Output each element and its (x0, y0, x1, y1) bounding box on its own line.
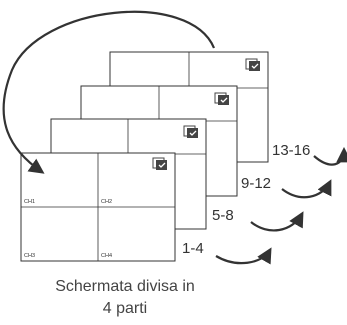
monitor-layers-icon (183, 125, 198, 138)
return-arrow (2, 10, 216, 174)
screen-1-4: CH1 CH2 CH3 CH4 (20, 152, 176, 262)
diagram-caption: Schermata divisa in 4 parti (0, 276, 250, 320)
monitor-layers-icon (152, 157, 167, 170)
advance-arrow-1 (215, 247, 272, 265)
channel-label-ch3: CH3 (24, 253, 35, 259)
caption-line-1: Schermata divisa in (55, 278, 195, 295)
monitor-layers-icon (245, 58, 260, 71)
channel-label-ch4: CH4 (101, 253, 112, 259)
advance-arrow-3 (281, 179, 332, 199)
channel-label-ch1: CH1 (24, 199, 35, 205)
monitor-layers-icon (214, 92, 229, 105)
caption-line-2: 4 parti (102, 300, 148, 317)
screen-label-1-4: 1-4 (182, 240, 204, 257)
advance-arrow-2 (250, 211, 304, 232)
screen-label-13-16: 13-16 (272, 142, 311, 159)
channel-label-ch2: CH2 (101, 199, 112, 205)
screen-label-9-12: 9-12 (241, 175, 272, 192)
advance-arrow-4 (313, 146, 347, 166)
screen-label-5-8: 5-8 (212, 207, 234, 224)
